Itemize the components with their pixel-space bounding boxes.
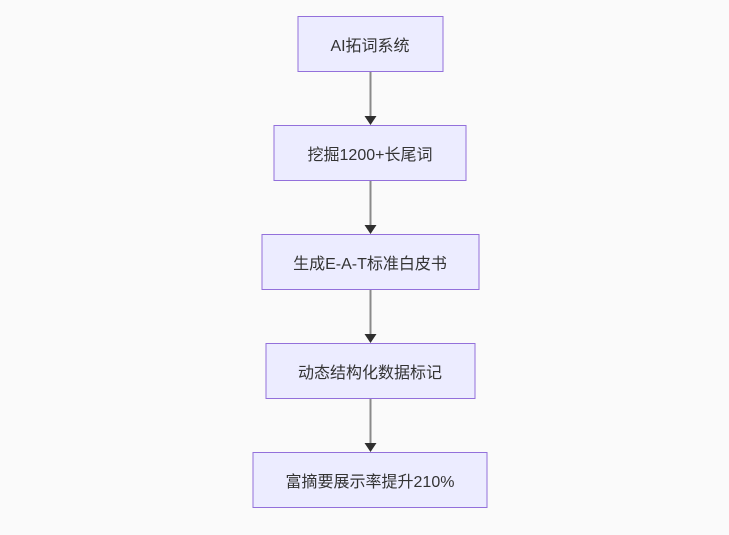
arrowhead-down-icon	[364, 334, 376, 343]
edge-line	[369, 181, 371, 226]
arrowhead-down-icon	[364, 225, 376, 234]
flowchart-column: AI拓词系统 挖掘1200+长尾词 生成E-A-T标准白皮书 动态结构化数据标记	[252, 16, 488, 508]
flow-edge-2	[364, 181, 376, 234]
flow-node-label: 挖掘1200+长尾词	[307, 147, 433, 164]
arrowhead-down-icon	[364, 443, 376, 452]
flow-node-label: 富摘要展示率提升210%	[285, 474, 455, 491]
flow-node-ai-word-system: AI拓词系统	[297, 16, 443, 72]
flow-node-eat-whitepaper: 生成E-A-T标准白皮书	[261, 234, 479, 290]
flow-node-structured-data: 动态结构化数据标记	[265, 343, 475, 399]
edge-line	[369, 399, 371, 444]
flow-edge-3	[364, 290, 376, 343]
arrowhead-down-icon	[364, 116, 376, 125]
flow-edge-4	[364, 399, 376, 452]
flow-node-label: AI拓词系统	[330, 38, 410, 55]
edge-line	[369, 290, 371, 335]
flow-node-longtail-mining: 挖掘1200+长尾词	[273, 125, 467, 181]
flow-edge-1	[364, 72, 376, 125]
edge-line	[369, 72, 371, 117]
flow-node-label: 动态结构化数据标记	[297, 365, 442, 382]
flow-node-label: 生成E-A-T标准白皮书	[293, 256, 447, 273]
flow-node-rich-snippet-result: 富摘要展示率提升210%	[252, 452, 488, 508]
